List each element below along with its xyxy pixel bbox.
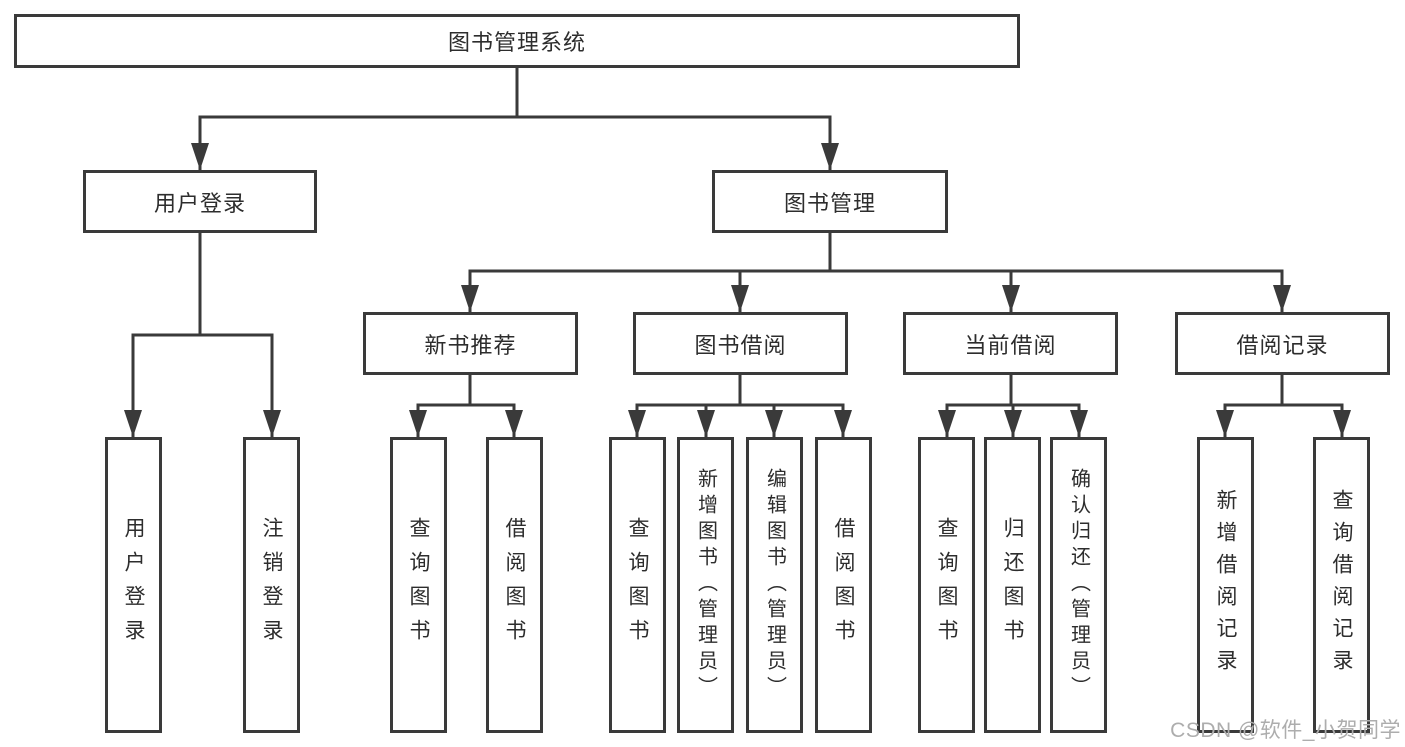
leaf-label: 编辑图书（管理员） <box>763 468 786 702</box>
leaf-label: 确认归还（管理员） <box>1067 468 1090 702</box>
leaf-label: 查询图书 <box>935 517 958 653</box>
leaf-label: 用户登录 <box>122 517 145 653</box>
leaf-borrow-books: 借阅图书 <box>815 437 872 733</box>
node-book-management: 图书管理 <box>712 170 948 233</box>
node-label: 新书推荐 <box>424 332 517 358</box>
leaf-return-books: 归还图书 <box>984 437 1041 733</box>
leaf-confirm-return-admin: 确认归还（管理员） <box>1050 437 1107 733</box>
leaf-borrow-books: 借阅图书 <box>486 437 543 733</box>
node-label: 图书借阅 <box>694 332 787 358</box>
leaf-add-books-admin: 新增图书（管理员） <box>677 437 734 733</box>
leaf-label: 查询图书 <box>407 517 430 653</box>
node-library-management-system: 图书管理系统 <box>14 14 1020 68</box>
leaf-edit-books-admin: 编辑图书（管理员） <box>746 437 803 733</box>
node-new-book-recommend: 新书推荐 <box>363 312 578 375</box>
leaf-query-books: 查询图书 <box>609 437 666 733</box>
leaf-label: 新增借阅记录 <box>1214 489 1237 681</box>
csdn-watermark: CSDN @软件_小贺同学 <box>1170 719 1401 742</box>
leaf-user-login: 用户登录 <box>105 437 162 733</box>
node-book-borrowing: 图书借阅 <box>633 312 848 375</box>
node-borrowing-records: 借阅记录 <box>1175 312 1390 375</box>
leaf-logout: 注销登录 <box>243 437 300 733</box>
leaf-add-borrow-record: 新增借阅记录 <box>1197 437 1254 733</box>
node-label: 借阅记录 <box>1236 332 1329 358</box>
node-user-login: 用户登录 <box>83 170 317 233</box>
leaf-label: 借阅图书 <box>832 517 855 653</box>
node-label: 图书管理系统 <box>447 30 586 55</box>
leaf-label: 归还图书 <box>1001 517 1024 653</box>
node-label: 当前借阅 <box>964 332 1057 358</box>
leaf-query-borrow-record: 查询借阅记录 <box>1313 437 1370 733</box>
leaf-label: 查询图书 <box>626 517 649 653</box>
node-label: 用户登录 <box>153 190 246 216</box>
leaf-label: 注销登录 <box>260 517 283 653</box>
leaf-label: 查询借阅记录 <box>1330 489 1353 681</box>
node-label: 图书管理 <box>783 190 876 216</box>
leaf-query-books: 查询图书 <box>918 437 975 733</box>
leaf-query-books: 查询图书 <box>390 437 447 733</box>
leaf-label: 新增图书（管理员） <box>694 468 717 702</box>
node-current-borrowing: 当前借阅 <box>903 312 1118 375</box>
leaf-label: 借阅图书 <box>503 517 526 653</box>
